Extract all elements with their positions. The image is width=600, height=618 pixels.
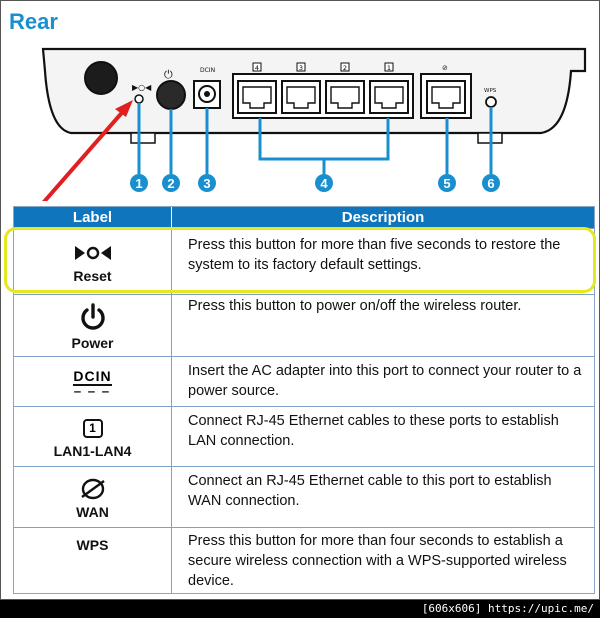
callout-badge [198, 174, 216, 192]
port-number-box [340, 62, 350, 72]
wan-globe-icon [80, 477, 106, 501]
power-icon [80, 302, 106, 332]
vent-circle [84, 61, 118, 95]
row-description: Press this button for more than five sec… [188, 237, 561, 273]
description-column-header: Description [341, 209, 425, 226]
wps-button [485, 96, 497, 108]
callout-number: 3 [203, 176, 210, 191]
row-description: Press this button to power on/off the wi… [188, 298, 522, 314]
port-number: 1 [387, 64, 391, 72]
router-foot [130, 132, 156, 144]
wps-label: WPS [484, 88, 497, 94]
table-row: WPS Press this button for more than four… [14, 527, 594, 593]
page: Rear ▶○◀ ⏻ DCIN 4 3 2 1 ⊘ WPS [0, 0, 600, 600]
port-number: 2 [343, 64, 347, 72]
red-arrow-head [115, 100, 133, 117]
table-row: 1 LAN1-LAN4 Connect RJ-45 Ethernet cable… [14, 406, 594, 466]
lan-port-contacts [242, 86, 272, 109]
callout-badge [162, 174, 180, 192]
row-label: Power [71, 335, 114, 351]
footer-watermark: [606x606] https://upic.me/ [0, 600, 600, 618]
port-number-box [296, 62, 306, 72]
reset-button-hole [134, 94, 144, 104]
lan-port-icon: 1 [82, 416, 103, 440]
reset-row-highlight [4, 227, 596, 293]
row-label: WAN [76, 503, 109, 520]
callout-badge [482, 174, 500, 192]
callout-number: 6 [487, 176, 494, 191]
reset-symbol: ▶○◀ [132, 83, 152, 92]
callout-number: 5 [443, 176, 450, 191]
callout-badge [130, 174, 148, 192]
lan-port-contacts [374, 86, 404, 109]
lan-port-contacts [330, 86, 360, 109]
table-row: WAN Connect an RJ-45 Ethernet cable to t… [14, 466, 594, 527]
row-description: Connect RJ-45 Ethernet cables to these p… [188, 413, 559, 449]
row-label: WPS [76, 537, 109, 553]
row-description: Connect an RJ-45 Ethernet cable to this … [188, 473, 552, 509]
port-number: 3 [299, 64, 303, 72]
callout-number: 4 [320, 176, 328, 191]
ports-table: Label Description Reset Press this butto… [13, 206, 595, 594]
callout-number: 2 [167, 176, 174, 191]
red-arrow [42, 106, 128, 201]
row-label: LAN1-LAN4 [53, 443, 132, 459]
callout-badge [438, 174, 456, 192]
row-description: Insert the AC adapter into this port to … [188, 363, 582, 399]
wan-globe-icon: ⊘ [442, 64, 448, 72]
port-number-box [252, 62, 262, 72]
port-number-box [384, 62, 394, 72]
power-button [156, 80, 186, 110]
page-title: Rear [9, 9, 58, 34]
table-header: Label Description [14, 207, 594, 228]
port-number: 4 [255, 64, 259, 72]
power-symbol: ⏻ [164, 68, 173, 81]
label-column-header: Label [14, 207, 172, 228]
router-rear-diagram: ▶○◀ ⏻ DCIN 4 3 2 1 ⊘ WPS 1 2 3 4 5 6 [41, 47, 587, 201]
lan-port-contacts [286, 86, 316, 109]
table-row: Power Press this button to power on/off … [14, 294, 594, 356]
reset-icon [73, 241, 113, 265]
dcin-label: DCIN [200, 67, 215, 74]
dcin-icon: DCIN ‒ ‒ ‒ [73, 368, 112, 398]
table-row: DCIN ‒ ‒ ‒ Insert the AC adapter into th… [14, 356, 594, 406]
row-description: Press this button for more than four sec… [188, 533, 567, 589]
callout-badge [315, 174, 333, 192]
row-label: Reset [73, 268, 112, 284]
callout-number: 1 [135, 176, 142, 191]
